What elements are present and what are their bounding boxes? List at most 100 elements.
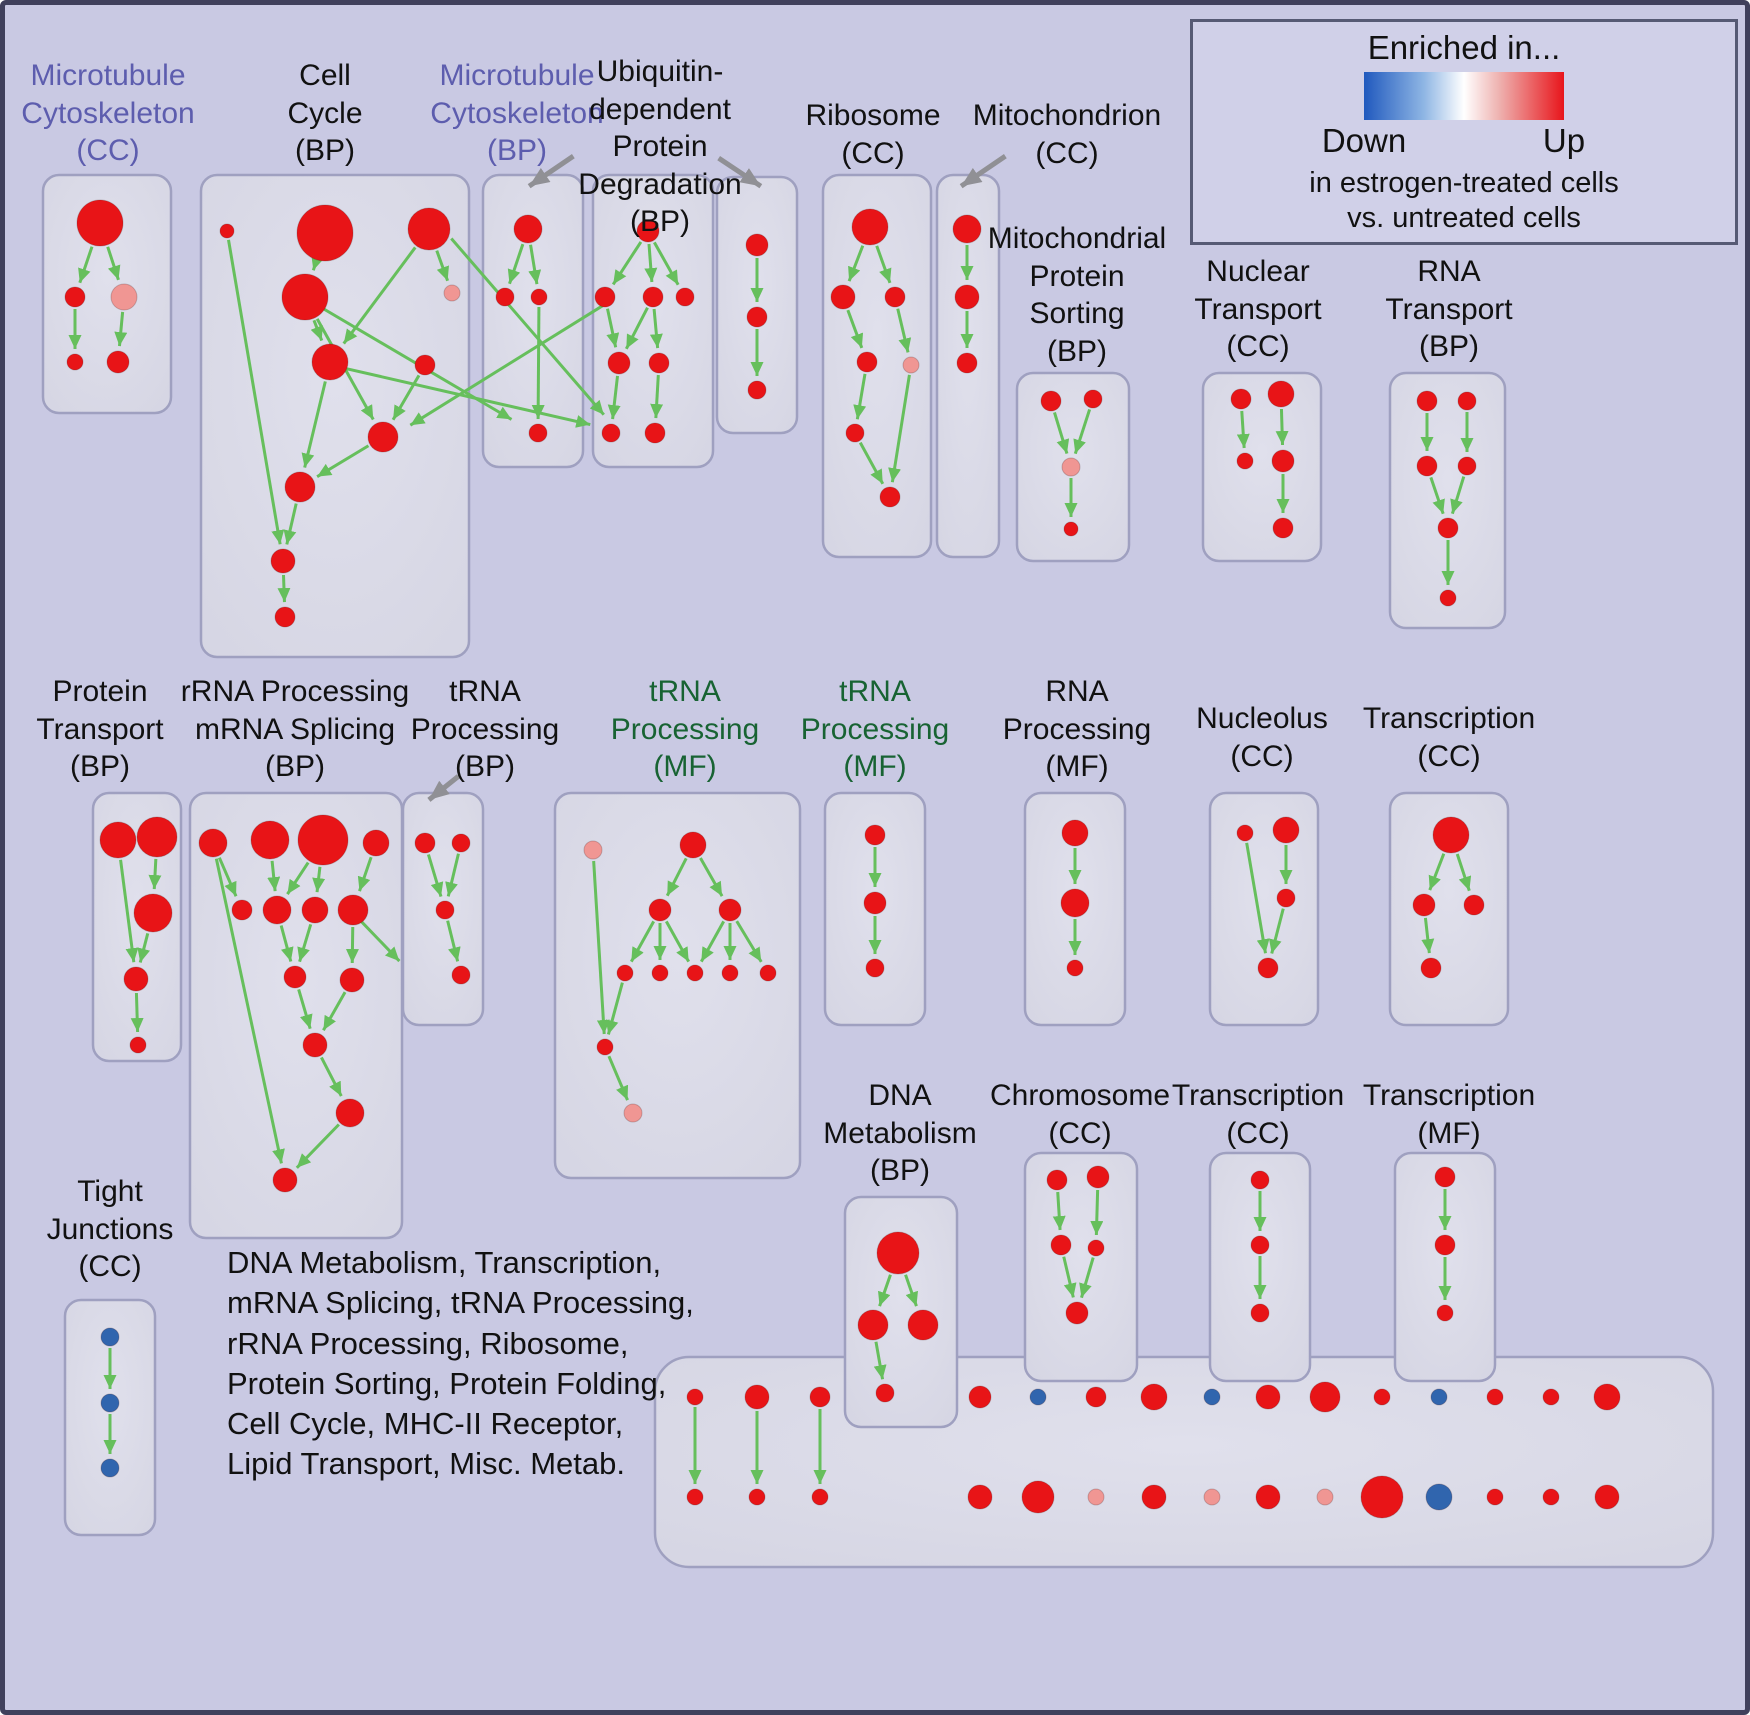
go-term-node-red: [759, 964, 777, 982]
go-term-node-red: [830, 284, 856, 310]
go-term-node-red: [311, 343, 349, 381]
go-term-node-red: [231, 899, 253, 921]
go-term-node-red: [1250, 1235, 1270, 1255]
go-term-node-red: [1046, 1169, 1068, 1191]
go-term-node-red: [1412, 893, 1436, 917]
go-term-node-pink: [1061, 457, 1081, 477]
go-term-node-red: [528, 423, 548, 443]
group-box-protein-transport-bp: [91, 791, 183, 1063]
go-term-node-red: [1050, 1234, 1072, 1256]
go-term-node-red: [435, 900, 455, 920]
go-term-node-red: [281, 273, 329, 321]
network-edge: [700, 920, 725, 963]
go-term-node-red: [1434, 1234, 1456, 1256]
group-box-transcription-cc-1: [1388, 791, 1510, 1027]
network-edge: [630, 920, 655, 963]
go-term-node-red: [302, 1032, 328, 1058]
network-edge: [888, 374, 911, 483]
legend-title: Enriched in...: [1367, 29, 1561, 66]
go-term-node-red: [594, 286, 616, 308]
network-edge: [847, 245, 865, 282]
go-term-node-red: [270, 548, 296, 574]
legend-box: Enriched in... Down Up in estrogen-treat…: [1190, 19, 1738, 245]
go-term-node-red: [863, 891, 887, 915]
network-edge: [217, 857, 238, 897]
network-edge: [606, 308, 620, 348]
network-edge: [340, 365, 591, 428]
network-edge: [119, 859, 139, 963]
go-term-node-red: [864, 824, 886, 846]
go-term-node-blue: [100, 1327, 120, 1347]
go-term-node-red: [106, 350, 130, 374]
network-edge: [1455, 853, 1472, 892]
go-term-node-red: [1434, 1166, 1456, 1188]
network-edge: [301, 381, 327, 468]
network-edge: [320, 1056, 343, 1097]
go-term-node-red: [1457, 456, 1477, 476]
go-term-node-red: [1085, 1386, 1107, 1408]
go-term-node-red: [198, 828, 228, 858]
network-edge: [279, 925, 294, 962]
go-term-node-red: [907, 1309, 939, 1341]
group-box-cell-cycle-bp: [199, 173, 471, 659]
go-term-node-blue: [1425, 1483, 1453, 1511]
network-edge: [649, 308, 663, 349]
go-term-node-red: [616, 964, 634, 982]
network-edge: [592, 860, 610, 1035]
go-term-node-pink: [1203, 1488, 1221, 1506]
go-term-node-red: [601, 423, 621, 443]
network-edge: [277, 574, 291, 603]
go-term-node-red: [1463, 894, 1485, 916]
go-term-node-blue: [1430, 1388, 1448, 1406]
go-term-node-red: [686, 964, 704, 982]
network-edge: [1236, 410, 1250, 449]
go-term-node-red: [414, 832, 436, 854]
network-edge: [267, 860, 281, 892]
go-term-node-red: [513, 214, 543, 244]
go-term-node-red: [1063, 521, 1079, 537]
go-term-node-red: [1040, 390, 1062, 412]
network-diagram-canvas: [41, 154, 1715, 1569]
go-term-node-red: [1250, 1170, 1270, 1190]
network-edge: [1429, 476, 1445, 515]
go-term-node-red: [1416, 390, 1438, 412]
go-term-node-red: [1542, 1488, 1560, 1506]
network-edge: [650, 374, 664, 419]
go-term-node-pink: [902, 356, 920, 374]
go-term-node-blue: [100, 1393, 120, 1413]
go-term-node-red: [746, 306, 768, 328]
network-edge: [665, 920, 690, 963]
go-term-node-red: [362, 829, 390, 857]
go-term-node-red: [648, 352, 670, 374]
legend-subtitle-1: in estrogen-treated cells: [1309, 167, 1619, 199]
network-edge: [904, 1274, 918, 1307]
go-term-node-red: [274, 606, 296, 628]
go-term-node-red: [1436, 1304, 1454, 1322]
go-term-node-red: [851, 208, 889, 246]
go-term-node-red: [1066, 959, 1084, 977]
go-term-node-red: [219, 223, 235, 239]
network-edge: [114, 311, 128, 347]
network-edge: [214, 858, 285, 1164]
network-edge: [1062, 1256, 1077, 1298]
network-edge: [130, 992, 144, 1033]
go-term-node-pink: [110, 283, 138, 311]
network-edge: [427, 774, 461, 802]
go-term-node-pink: [583, 840, 603, 860]
network-edge: [446, 920, 461, 962]
go-term-node-red: [1594, 1484, 1620, 1510]
network-edge: [78, 246, 94, 284]
network-edge: [310, 319, 324, 342]
legend-gradient-bar: [1364, 72, 1564, 120]
go-term-node-red: [744, 1384, 770, 1410]
go-term-node-red: [64, 286, 86, 308]
go-term-node-red: [875, 1383, 895, 1403]
go-term-node-red: [272, 1167, 298, 1193]
go-term-node-red: [1486, 1388, 1504, 1406]
go-term-node-red: [1236, 824, 1254, 842]
go-term-node-red: [1457, 391, 1477, 411]
go-term-node-red: [1236, 452, 1254, 470]
go-term-node-red: [879, 486, 901, 508]
network-edge: [106, 246, 121, 281]
